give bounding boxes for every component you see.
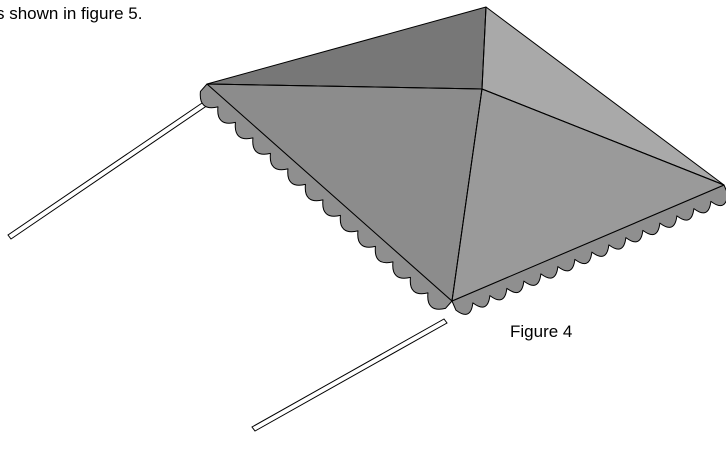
- roof-back-face: [206, 6, 487, 90]
- intro-text: s shown in figure 5.: [0, 4, 143, 23]
- ridge-lines: [206, 6, 725, 302]
- roof-left-face: [206, 83, 483, 302]
- figure-caption: Figure 4: [510, 322, 573, 341]
- back-left-leg: [7, 100, 209, 240]
- front-left-leg: [251, 318, 448, 432]
- tent-legs: [7, 100, 448, 432]
- roof: [206, 6, 725, 302]
- left-valance: [199, 83, 453, 310]
- front-valance: [451, 184, 726, 315]
